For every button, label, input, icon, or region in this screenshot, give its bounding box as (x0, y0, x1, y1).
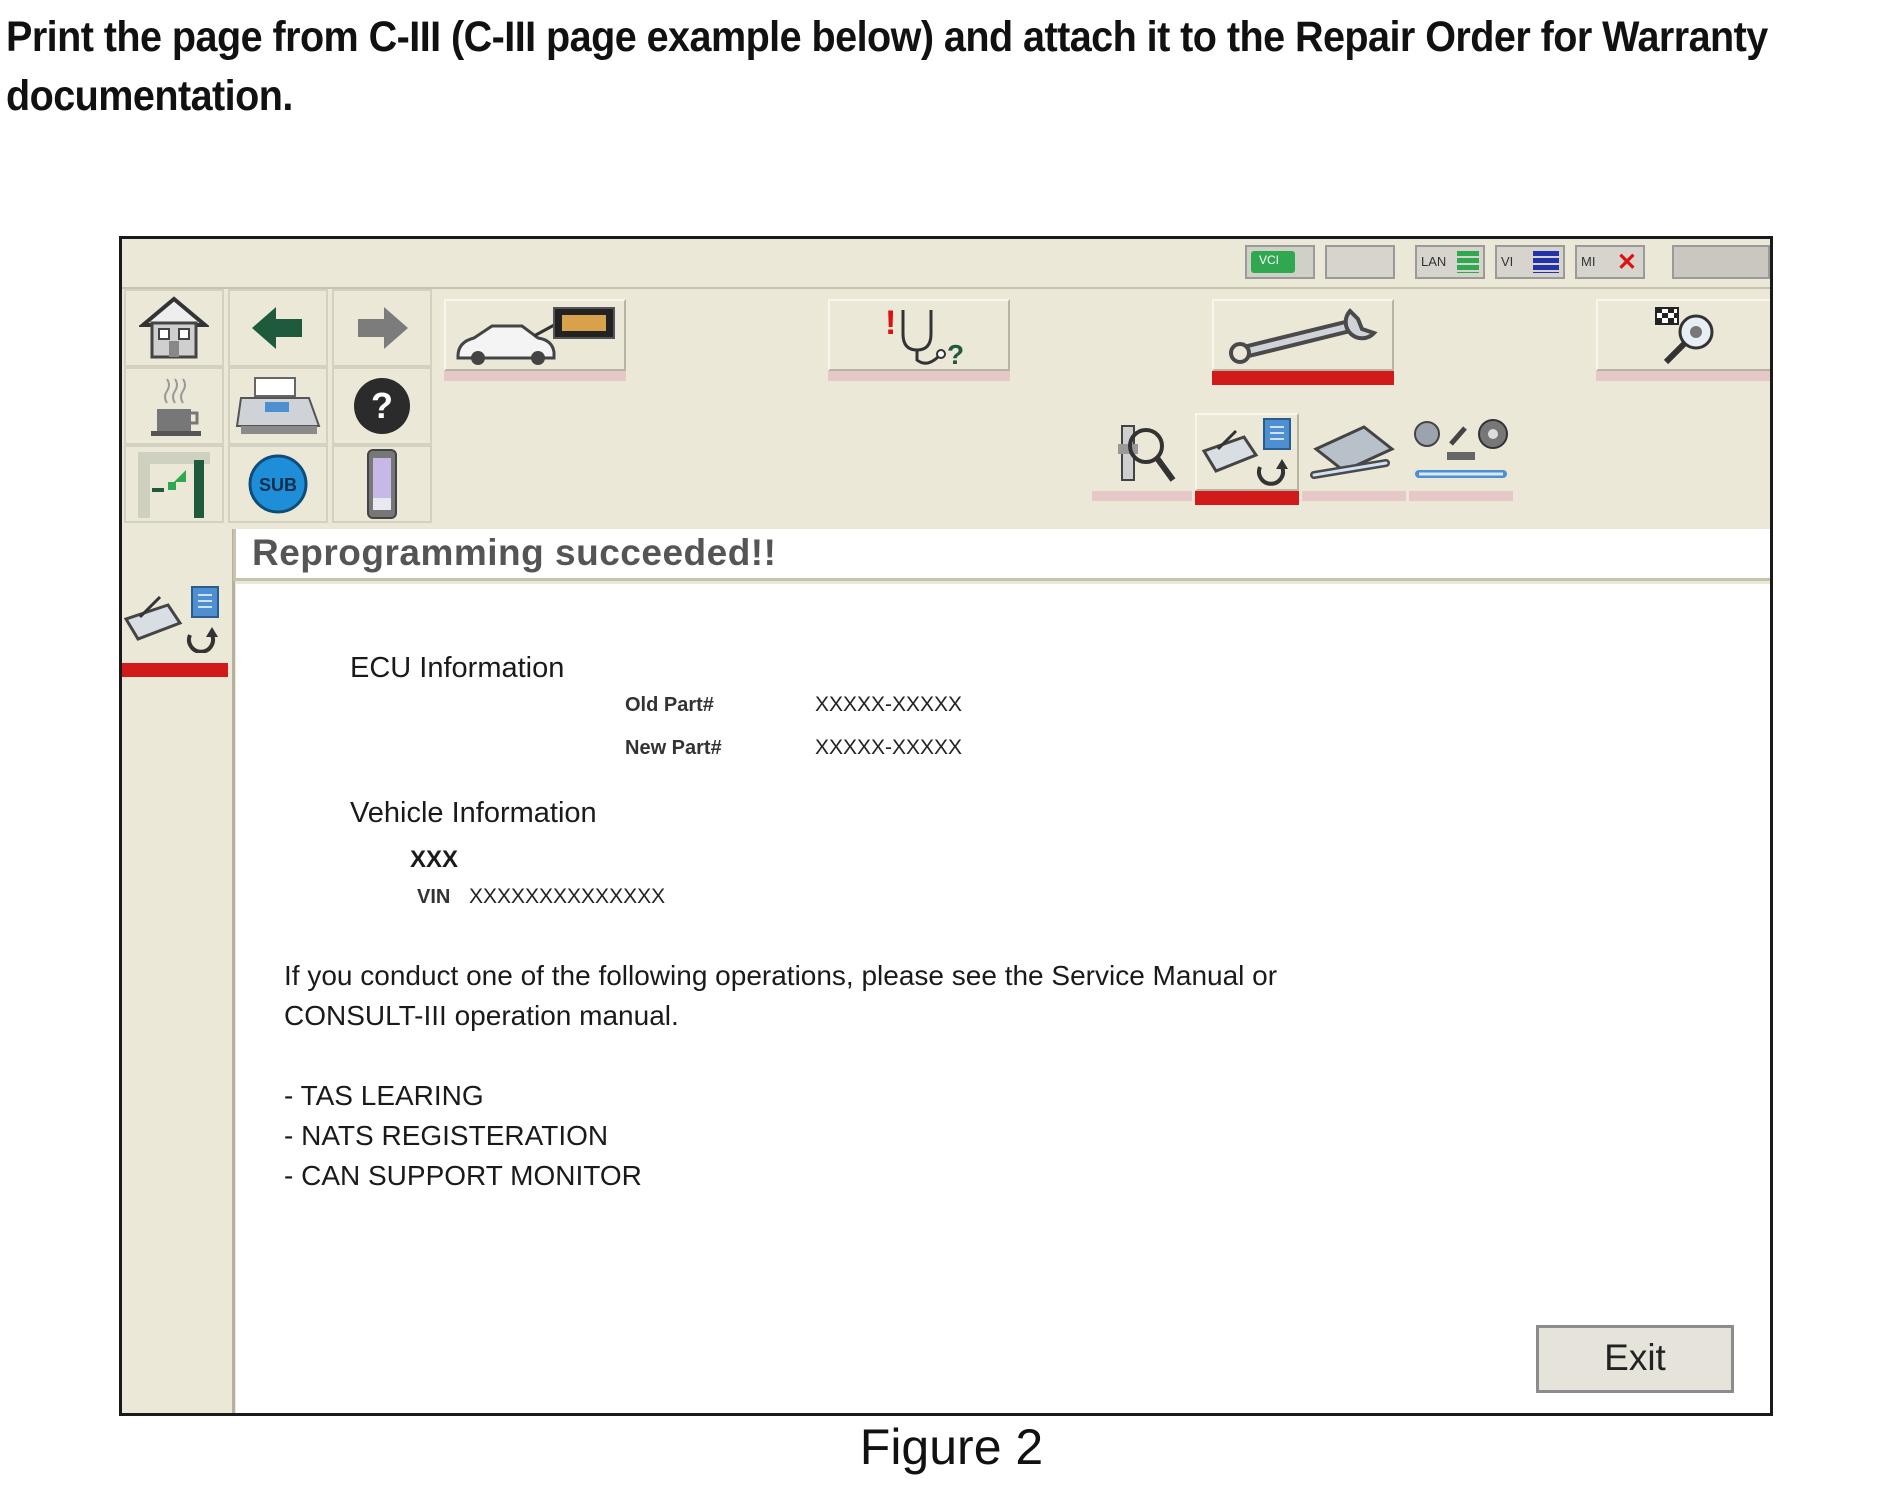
vehicle-selection-indicator (444, 371, 626, 381)
instruction-line-2: documentation. (6, 72, 293, 120)
ecu-information-heading: ECU Information (350, 652, 565, 684)
consult-screen: VCI LAN VI MI ✕ (119, 236, 1773, 1416)
settings-tools-indicator (1409, 491, 1513, 501)
home-button[interactable] (124, 289, 224, 367)
vin-label: VIN (417, 886, 451, 908)
left-sidebar (122, 529, 235, 1413)
screen-capture-icon (138, 452, 210, 518)
operation-item: - NATS REGISTERATION (284, 1120, 609, 1151)
settings-tools-icon (1414, 419, 1508, 478)
inspection-icon (1118, 425, 1176, 482)
instruction-text: Print the page from C-III (C-III page ex… (6, 8, 1892, 126)
back-arrow-icon (252, 307, 302, 349)
print-button[interactable] (228, 367, 328, 445)
lan-status-icon: LAN (1415, 245, 1485, 279)
repair-active-indicator (1212, 371, 1394, 385)
vehicle-information-heading: Vehicle Information (350, 797, 597, 829)
coffee-icon (151, 378, 201, 436)
new-part-label: New Part# (625, 737, 722, 759)
reprogramming-icon (123, 586, 219, 654)
new-part-value: XXXXX-XXXXX (815, 736, 963, 759)
battery-status-icon (1325, 245, 1395, 279)
note-line-2: CONSULT-III operation manual. (284, 1000, 679, 1031)
sub-button[interactable]: SUB (228, 445, 328, 523)
programming-button[interactable] (1302, 413, 1406, 491)
svg-text:?: ? (371, 385, 393, 426)
vi-status-icon: VI (1495, 245, 1565, 279)
diagnosis-indicator (828, 371, 1010, 381)
finish-button[interactable] (1596, 299, 1770, 371)
forward-button[interactable] (332, 289, 432, 367)
operation-item: - CAN SUPPORT MONITOR (284, 1160, 642, 1191)
status-bar: VCI LAN VI MI ✕ (122, 239, 1770, 287)
sub-icon: SUB (248, 454, 308, 514)
vin-value: XXXXXXXXXXXXXX (469, 885, 666, 908)
mi-status-icon: MI ✕ (1575, 245, 1645, 279)
toolbar: ? SUB (122, 287, 1770, 529)
reprogramming-button[interactable] (1195, 413, 1299, 491)
result-content: ECU Information Old Part# XXXXX-XXXXX Ne… (236, 584, 1770, 1413)
vehicle-model: XXX (410, 846, 459, 873)
repair-icon (1229, 308, 1378, 364)
page-title: Reprogramming succeeded!! (233, 529, 1770, 581)
old-part-label: Old Part# (625, 694, 714, 716)
device-button[interactable] (332, 445, 432, 523)
diagnosis-button[interactable]: ! ? (828, 299, 1010, 371)
old-part-value: XXXXX-XXXXX (815, 693, 963, 716)
forward-arrow-icon (358, 307, 408, 349)
figure-caption: Figure 2 (859, 1419, 1044, 1475)
printer-icon (235, 377, 321, 434)
reprogramming-active-indicator (1195, 491, 1299, 505)
help-button[interactable]: ? (332, 367, 432, 445)
sidebar-reprogramming-button[interactable] (122, 581, 228, 665)
programming-indicator (1302, 491, 1406, 501)
svg-text:SUB: SUB (259, 475, 297, 495)
note-line-1: If you conduct one of the following oper… (284, 960, 1278, 991)
svg-text:?: ? (947, 339, 964, 368)
inspection-indicator (1092, 491, 1192, 501)
exit-button[interactable]: Exit (1536, 1325, 1734, 1393)
settings-tools-button[interactable] (1409, 413, 1513, 491)
svg-text:!: ! (885, 304, 896, 342)
vci-status-icon: VCI (1245, 245, 1315, 279)
diagnosis-icon: ! ? (885, 304, 964, 368)
back-button[interactable] (228, 289, 328, 367)
blank-status-box (1672, 245, 1770, 279)
help-icon: ? (354, 378, 410, 434)
operation-item: - TAS LEARING (284, 1080, 484, 1111)
device-icon (367, 449, 397, 519)
screen-capture-button[interactable] (124, 445, 224, 523)
finish-indicator (1596, 371, 1770, 381)
finish-icon (1655, 307, 1714, 365)
home-icon (139, 296, 209, 359)
vehicle-selection-icon (456, 307, 615, 365)
standby-button[interactable] (124, 367, 224, 445)
vehicle-selection-button[interactable] (444, 299, 626, 371)
inspection-button[interactable] (1092, 413, 1192, 491)
reprogramming-icon (1201, 418, 1291, 486)
repair-button[interactable] (1212, 299, 1394, 371)
programming-icon (1310, 425, 1395, 479)
instruction-line-1: Print the page from C-III (C-III page ex… (6, 13, 1768, 61)
sidebar-active-indicator (122, 663, 228, 677)
